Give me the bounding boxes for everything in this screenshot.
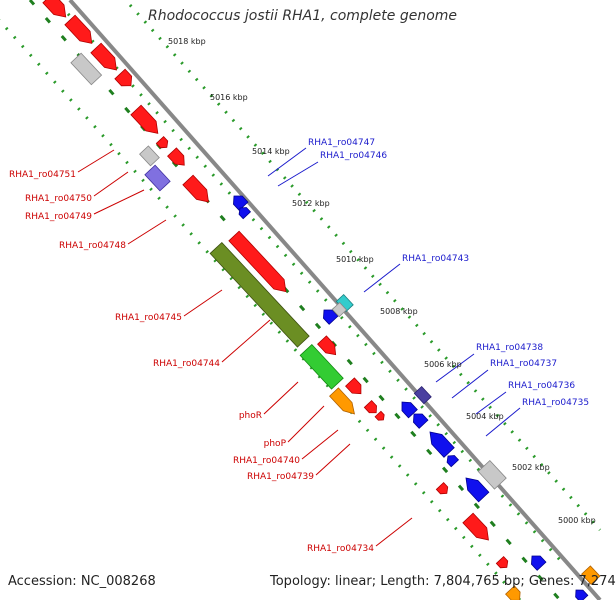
feature-label-forward[interactable]: RHA1_ro04734 (307, 544, 374, 554)
forward-gene[interactable] (363, 400, 379, 417)
reverse-gene[interactable] (425, 427, 455, 458)
reverse-gene[interactable] (320, 306, 339, 325)
leader-line (451, 369, 489, 399)
reverse-gene[interactable] (461, 473, 490, 503)
reverse-gene[interactable] (230, 192, 249, 211)
leader-line (77, 149, 115, 173)
inner-reverse-track (58, 3, 562, 562)
leader-line (363, 263, 401, 293)
forward-gene[interactable] (374, 410, 386, 422)
forward-gene[interactable] (495, 556, 510, 571)
leader-line (485, 407, 521, 437)
gene-box-olive[interactable] (209, 241, 310, 348)
scale-label: 5006 kbp (424, 360, 462, 369)
leader-line (435, 353, 475, 383)
gene-box-grey[interactable] (477, 459, 507, 490)
scale-labels: 5018 kbp 5016 kbp 5014 kbp 5012 kbp 5010 kbp… (168, 37, 596, 525)
feature-label-reverse[interactable]: RHA1_ro04743 (402, 254, 469, 264)
label-leaders (77, 147, 521, 547)
feature-labels: RHA1_ro04751RHA1_ro04750RHA1_ro04749RHA1… (9, 138, 589, 554)
feature-label-forward[interactable]: RHA1_ro04744 (153, 359, 220, 369)
gene-arrow-orange[interactable] (505, 585, 524, 600)
gene-box-grey[interactable] (331, 302, 348, 318)
forward-gene[interactable] (130, 104, 163, 138)
scale-label: 5002 kbp (512, 463, 550, 472)
feature-label-forward[interactable]: RHA1_ro04739 (247, 472, 314, 482)
gene-arrow-orange[interactable] (329, 387, 359, 418)
outer-scale-track (128, 3, 602, 532)
leader-line (263, 381, 299, 415)
gene-box-grey[interactable] (139, 145, 160, 167)
track-lines (0, 0, 602, 600)
inner-forward-track (0, 18, 522, 600)
leader-line (277, 161, 319, 187)
scale-label: 5000 kbp (558, 516, 596, 525)
feature-label-forward[interactable]: RHA1_ro04748 (59, 241, 126, 251)
scale-label: 5014 kbp (252, 147, 290, 156)
feature-label-forward[interactable]: RHA1_ro04745 (115, 313, 182, 323)
feature-label-reverse[interactable]: RHA1_ro04738 (476, 343, 543, 353)
accession-text: Accession: NC_008268 (8, 574, 156, 589)
reverse-gene[interactable] (410, 410, 429, 429)
feature-label-forward[interactable]: RHA1_ro04750 (25, 194, 92, 204)
forward-gene[interactable] (64, 14, 97, 48)
forward-gene[interactable] (182, 174, 214, 206)
forward-gene[interactable] (114, 68, 136, 90)
leader-line (93, 171, 129, 197)
feature-label-forward[interactable]: RHA1_ro04740 (233, 456, 300, 466)
leader-line (127, 219, 167, 245)
leader-line (475, 391, 507, 415)
reverse-gene[interactable] (444, 453, 460, 468)
leader-line (301, 429, 339, 460)
reverse-gene[interactable] (528, 552, 547, 571)
leader-line (375, 517, 413, 547)
forward-gene[interactable] (90, 42, 122, 74)
feature-label-reverse[interactable]: RHA1_ro04746 (320, 151, 387, 161)
leader-line (315, 443, 351, 476)
feature-label-forward[interactable]: phoP (264, 439, 287, 449)
reverse-gene[interactable] (398, 398, 418, 419)
reverse-gene[interactable] (236, 205, 252, 220)
reverse-genes (230, 192, 601, 600)
leader-line (287, 405, 325, 443)
forward-gene[interactable] (462, 512, 494, 544)
feature-label-forward[interactable]: phoR (239, 411, 262, 421)
feature-label-reverse[interactable]: RHA1_ro04747 (308, 138, 375, 148)
leader-line (93, 189, 145, 215)
forward-tick-track (28, 0, 562, 600)
gene-box-grey[interactable] (70, 52, 103, 86)
feature-label-reverse[interactable]: RHA1_ro04735 (522, 398, 589, 408)
gene-box-green[interactable] (299, 343, 344, 390)
feature-label-forward[interactable]: RHA1_ro04751 (9, 170, 76, 180)
scale-label: 5012 kbp (292, 199, 330, 208)
forward-gene[interactable] (345, 377, 366, 398)
forward-gene[interactable] (42, 0, 71, 22)
leader-line (183, 289, 223, 317)
scale-label: 5004 kbp (466, 412, 504, 421)
scale-label: 5010 kbp (336, 255, 374, 264)
feature-label-reverse[interactable]: RHA1_ro04737 (490, 359, 557, 369)
forward-gene[interactable] (155, 136, 170, 151)
forward-gene[interactable] (167, 147, 189, 169)
scale-label: 5008 kbp (380, 307, 418, 316)
scale-label: 5016 kbp (210, 93, 248, 102)
genome-backbone (68, 0, 602, 600)
feature-label-forward[interactable]: RHA1_ro04749 (25, 212, 92, 222)
gene-box-purple[interactable] (144, 164, 171, 192)
forward-gene[interactable] (317, 335, 340, 359)
forward-gene[interactable] (228, 230, 291, 296)
forward-genes (42, 0, 524, 600)
forward-gene[interactable] (435, 482, 450, 497)
gene-box-orange[interactable] (581, 565, 601, 585)
scale-label: 5018 kbp (168, 37, 206, 46)
genome-map: 5018 kbp 5016 kbp 5014 kbp 5012 kbp 5010 kbp… (0, 0, 602, 600)
summary-text: Topology: linear; Length: 7,804,765 bp; … (270, 574, 616, 589)
gene-box-darkpurple[interactable] (413, 386, 432, 405)
map-title: Rhodococcus jostii RHA1, complete genome (148, 8, 458, 24)
leader-line (221, 319, 271, 363)
feature-label-reverse[interactable]: RHA1_ro04736 (508, 381, 575, 391)
leader-line (267, 147, 307, 177)
